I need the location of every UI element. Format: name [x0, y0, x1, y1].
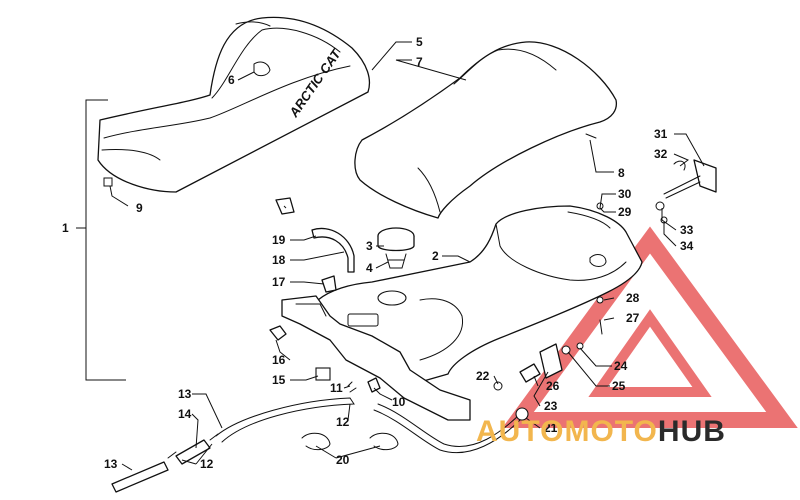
- hardware: [269, 325, 381, 393]
- callout-27: 27: [626, 311, 640, 325]
- callout-26: 26: [546, 379, 560, 393]
- callout-28: 28: [626, 291, 640, 305]
- fuel-tank: [317, 205, 643, 383]
- callout-8: 8: [618, 166, 625, 180]
- callout-7: 7: [416, 55, 423, 69]
- callout-22: 22: [476, 369, 490, 383]
- callout-1: 1: [62, 221, 69, 235]
- callout-18: 18: [272, 253, 286, 267]
- gauge-cable: [373, 202, 604, 454]
- callout-29: 29: [618, 205, 632, 219]
- callout-15: 15: [272, 373, 286, 387]
- tank-bracket: [281, 295, 471, 421]
- callout-3: 3: [366, 239, 373, 253]
- leader-lines: [109, 41, 705, 471]
- callout-25: 25: [612, 379, 626, 393]
- callout-11: 11: [330, 381, 343, 395]
- callout-13-lower: 13: [104, 457, 118, 471]
- seat-cover: [354, 41, 618, 219]
- filler-cap: [377, 227, 415, 269]
- callout-19: 19: [272, 233, 286, 247]
- seat-assembly: ARCTIC CAT: [97, 16, 371, 193]
- callout-14: 14: [178, 407, 192, 421]
- callout-12-upper: 12: [336, 415, 350, 429]
- mount-bracket: [655, 159, 717, 224]
- callout-31: 31: [654, 127, 668, 141]
- watermark-text-primary: AUTOMOTO: [476, 415, 658, 448]
- watermark-triangle: [502, 226, 798, 428]
- callout-34: 34: [680, 239, 694, 253]
- callout-12-lower: 12: [200, 457, 214, 471]
- watermark-logo: AUTOMOTOHUB: [476, 412, 796, 452]
- callout-21: 21: [544, 421, 558, 435]
- hose-clamps: [301, 432, 399, 451]
- callout-labels: 1 2 3 4 5 6 7 8 9 10 11 12 12 13 13 14 1…: [62, 35, 694, 471]
- callout-33: 33: [680, 223, 694, 237]
- vent-hose: [275, 197, 355, 293]
- callout-13-upper: 13: [178, 387, 192, 401]
- callout-20: 20: [336, 453, 350, 467]
- fuel-line: [111, 397, 355, 493]
- callout-9: 9: [136, 201, 143, 215]
- callout-6: 6: [228, 73, 235, 87]
- callout-16: 16: [272, 353, 286, 367]
- callout-32: 32: [654, 147, 668, 161]
- callout-30: 30: [618, 187, 632, 201]
- callout-5: 5: [416, 35, 423, 49]
- callout-24: 24: [614, 359, 628, 373]
- callout-4: 4: [366, 261, 373, 275]
- group-bracket: [76, 99, 126, 381]
- callout-10: 10: [392, 395, 406, 409]
- callout-2: 2: [432, 249, 439, 263]
- callout-23: 23: [544, 399, 558, 413]
- callout-17: 17: [272, 275, 286, 289]
- watermark-text-secondary: HUB: [657, 415, 726, 448]
